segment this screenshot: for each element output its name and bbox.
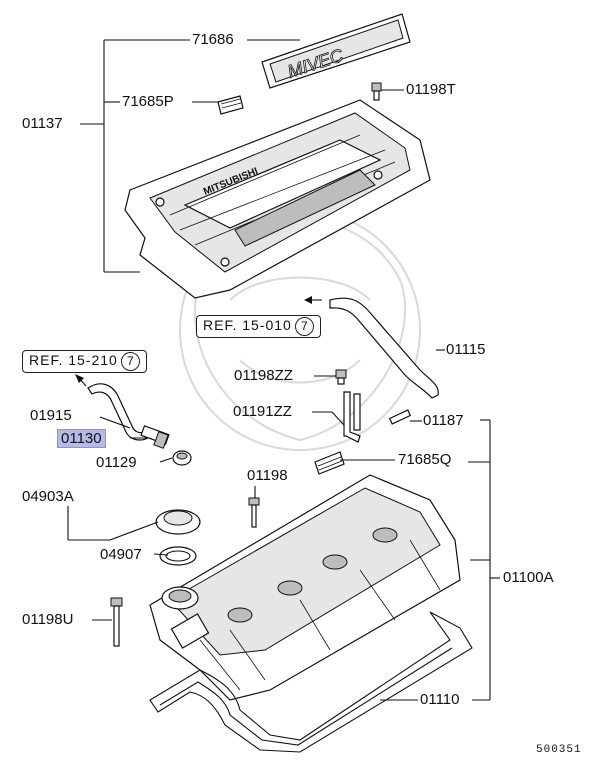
pcv-valve xyxy=(140,425,170,449)
leader-lines xyxy=(67,39,500,701)
label-01198U: 01198U xyxy=(22,611,74,628)
grommet xyxy=(172,450,192,466)
label-01198ZZ: 01198ZZ xyxy=(234,367,293,384)
label-plate-71685P xyxy=(217,95,244,115)
label-04903A: 04903A xyxy=(22,488,74,505)
rocker-cover-gasket xyxy=(149,611,473,753)
label-01198T: 01198T xyxy=(406,81,456,98)
engine-cover: MITSUBISHI xyxy=(124,99,431,299)
rocker-cover xyxy=(149,474,461,701)
label-01137: 01137 xyxy=(22,115,63,132)
label-04907: 04907 xyxy=(100,546,142,563)
label-01915: 01915 xyxy=(30,407,72,424)
label-71685Q: 71685Q xyxy=(398,451,452,468)
label-01191ZZ: 01191ZZ xyxy=(233,403,292,420)
bolt-01198ZZ xyxy=(335,369,347,385)
ref-15-010-text: REF. 15-010 xyxy=(203,317,292,333)
label-01129: 01129 xyxy=(96,454,137,471)
breather-hose xyxy=(304,296,439,399)
label-01130[interactable]: 01130 xyxy=(57,429,106,448)
label-71685P: 71685P xyxy=(122,93,174,110)
label-71686: 71686 xyxy=(192,31,234,48)
label-01100A: 01100A xyxy=(503,569,554,586)
label-01198: 01198 xyxy=(247,467,288,484)
ref-15-210-circle: 7 xyxy=(120,352,140,371)
bracket xyxy=(343,391,361,443)
ref-15-210-text: REF. 15-210 xyxy=(29,352,118,368)
label-plate-71685Q xyxy=(314,451,345,475)
label-01115: 01115 xyxy=(446,341,486,358)
oil-cap-gasket xyxy=(159,546,197,566)
oil-filler-cap xyxy=(155,509,201,535)
mivec-emblem-plate: MIVEC xyxy=(261,13,411,89)
figure-number: 500351 xyxy=(536,744,582,756)
bolt-01198 xyxy=(248,497,260,528)
label-01187: 01187 xyxy=(423,412,464,429)
bolt-01198T xyxy=(371,82,382,101)
ref-15-010-circle: 7 xyxy=(294,317,314,336)
stud xyxy=(388,409,412,425)
bolt-01198U xyxy=(110,597,123,647)
label-01110: 01110 xyxy=(420,691,460,708)
